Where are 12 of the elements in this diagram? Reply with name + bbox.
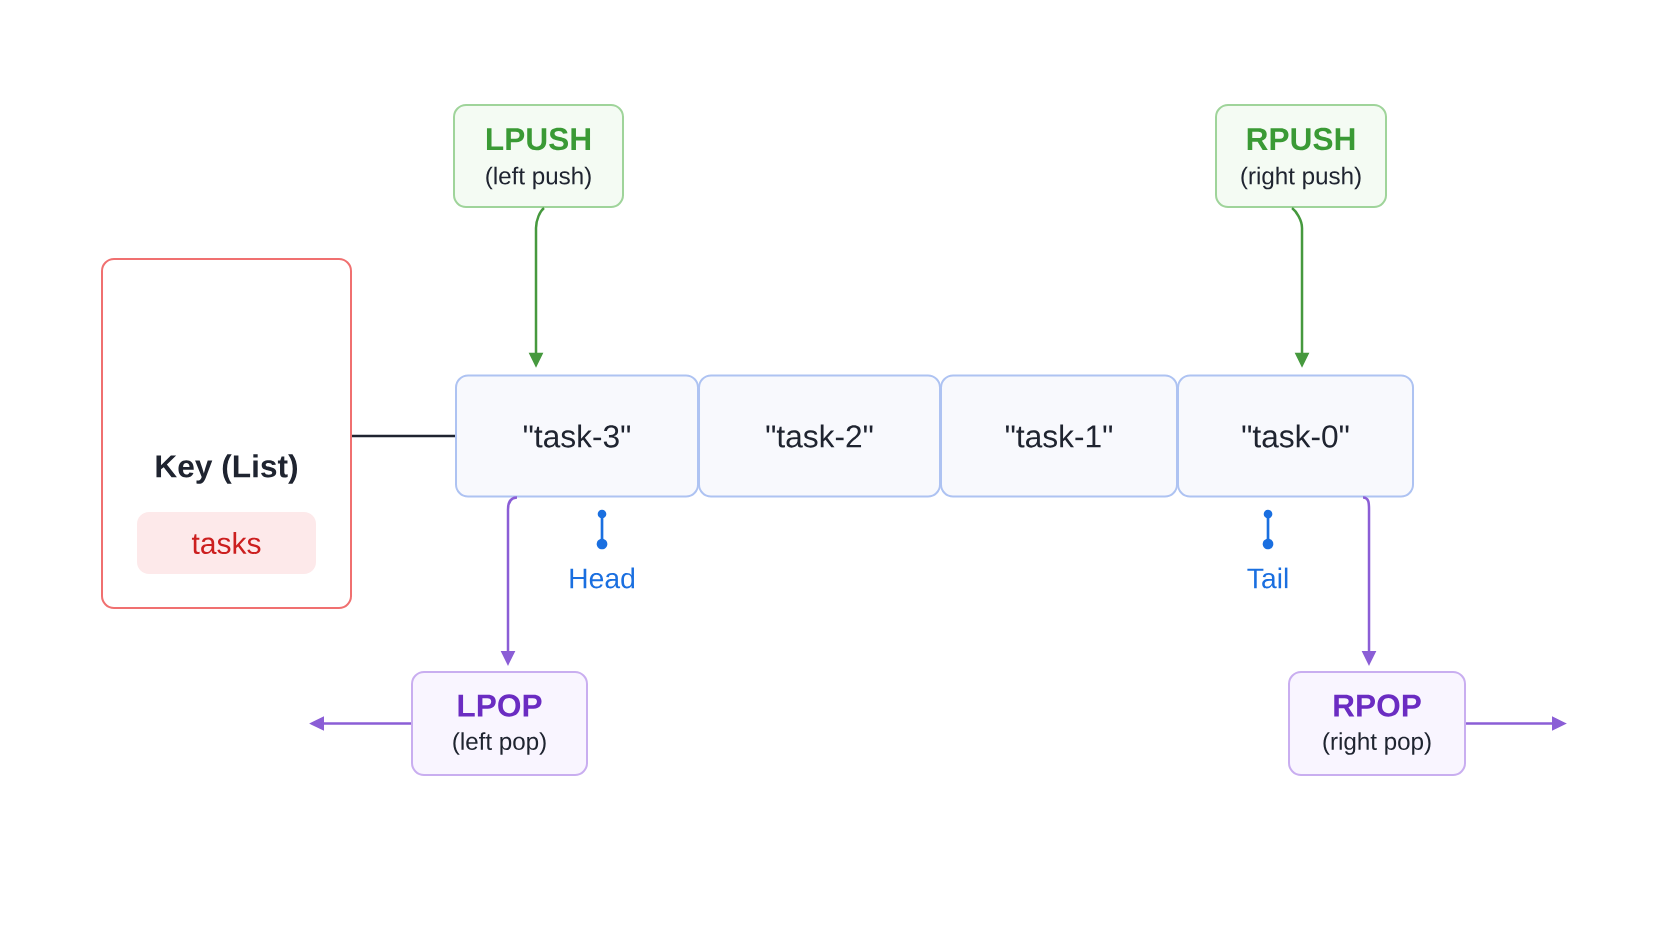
pointer-label: Tail [1247, 567, 1288, 589]
pointer-label: Head [570, 567, 635, 589]
command-box: LPOP (left pop) [411, 671, 588, 776]
command-box: RPUSH (right push) [1215, 104, 1387, 208]
command-box: RPOP (right pop) [1288, 671, 1466, 776]
list-cell: "task-3" [455, 374, 699, 498]
connector-line [352, 434, 455, 438]
list-cell: "task-0" [1177, 374, 1414, 498]
list-cell: "task-2" [698, 374, 941, 498]
name-tag: tasks [137, 512, 316, 574]
list-cell: "task-1" [940, 374, 1178, 498]
command-box: LPUSH (left push) [453, 104, 624, 208]
